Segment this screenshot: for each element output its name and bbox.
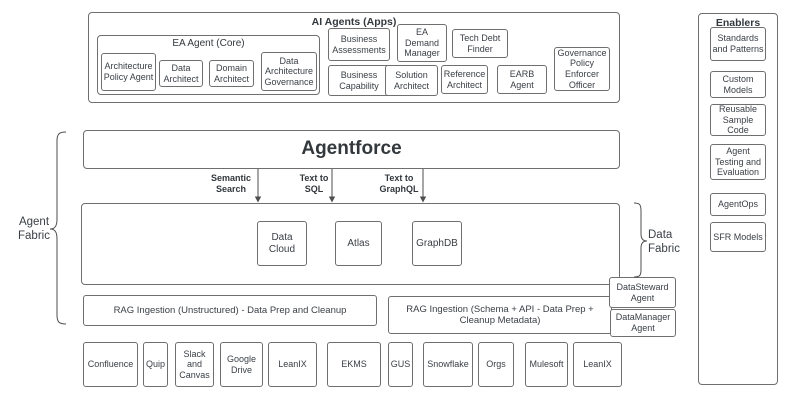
node-earb-agent: EARB Agent [497, 65, 547, 94]
ai-agents-title: AI Agents (Apps) [311, 16, 397, 28]
node-data-cloud: Data Cloud [257, 221, 307, 266]
connector-label-text-to-graphql: Text to GraphQL [379, 173, 419, 195]
node-agent-testing-and-evaluation: Agent Testing and Evaluation [710, 144, 766, 180]
node-atlas: Atlas [335, 221, 382, 266]
ea-agent-core-title: EA Agent (Core) [172, 38, 245, 49]
node-datamanager-agent: DataManager Agent [610, 309, 676, 337]
text-to-graphql-arrowhead [419, 196, 427, 203]
node-leanix-1: LeanIX [268, 342, 317, 387]
node-solution-architect: Solution Architect [385, 65, 438, 96]
node-leanix-2: LeanIX [573, 342, 622, 387]
node-snowflake: Snowflake [423, 342, 473, 387]
node-data-architect: Data Architect [159, 60, 203, 87]
node-agentops: AgentOps [710, 193, 766, 216]
node-data-architecture-governance: Data Architecture Governance [261, 52, 317, 91]
node-agentforce: Agentforce [83, 130, 620, 169]
node-quip: Quip [143, 342, 168, 387]
node-slack-and-canvas: Slack and Canvas [175, 342, 214, 387]
node-ea-demand-manager: EA Demand Manager [397, 24, 447, 62]
node-gus: GUS [388, 342, 413, 387]
node-rag-schema-api: RAG Ingestion (Schema + API - Data Prep … [388, 296, 612, 334]
node-reusable-sample-code: Reusable Sample Code [710, 104, 766, 136]
enablers-title: Enablers [715, 17, 761, 29]
node-mulesoft: Mulesoft [525, 342, 568, 387]
node-confluence: Confluence [83, 342, 138, 387]
node-rag-unstructured: RAG Ingestion (Unstructured) - Data Prep… [83, 295, 377, 326]
text-to-sql-arrowhead [328, 196, 336, 203]
data-fabric-brace [633, 202, 648, 278]
node-reference-architect: Reference Architect [441, 65, 488, 94]
node-business-capability: Business Capability [328, 65, 390, 96]
node-tech-debt-finder: Tech Debt Finder [452, 29, 508, 58]
connector-label-text-to-sql: Text to SQL [299, 173, 329, 195]
node-domain-architect: Domain Architect [209, 60, 254, 87]
data-fabric-label: Data Fabric [648, 228, 680, 255]
node-sfr-models: SFR Models [710, 222, 766, 252]
node-google-drive: Google Drive [220, 342, 263, 387]
node-ekms: EKMS [327, 342, 381, 387]
agent-fabric-label: Agent Fabric [18, 215, 50, 242]
node-custom-models: Custom Models [710, 71, 766, 98]
node-datasteward-agent: DataSteward Agent [609, 277, 676, 308]
node-governance-policy-enforcer-officer: Governance Policy Enforcer Officer [554, 47, 610, 91]
semantic-search-arrowhead [254, 196, 262, 203]
connector-label-semantic-search: Semantic Search [210, 173, 252, 195]
node-business-assessments: Business Assessments [328, 28, 390, 61]
node-orgs: Orgs [478, 342, 514, 387]
node-graphdb: GraphDB [412, 221, 462, 266]
node-standards-and-patterns: Standards and Patterns [710, 27, 766, 61]
node-architecture-policy-agent: Architecture Policy Agent [101, 53, 156, 91]
